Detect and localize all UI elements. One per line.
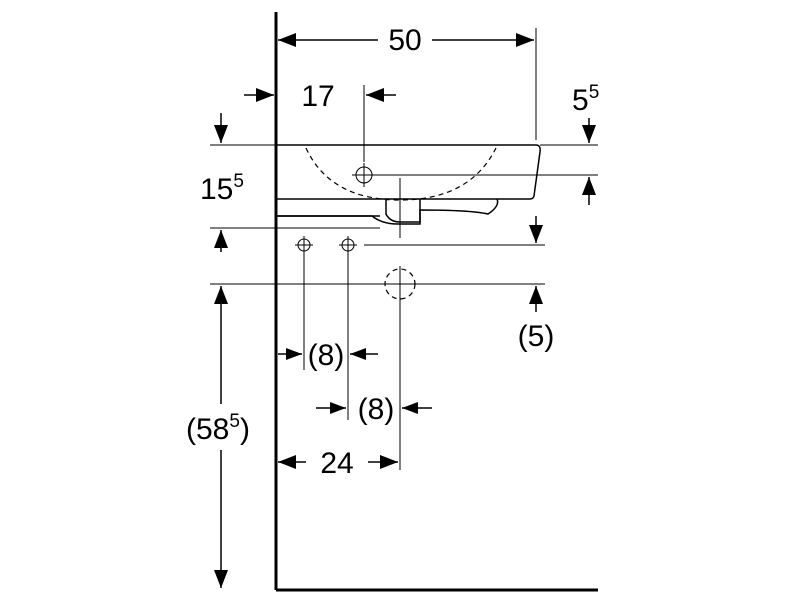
dim-mount-sup: 5	[229, 411, 240, 432]
dim-rim-5-5: 55	[572, 82, 599, 205]
dim-width-50: 50	[278, 24, 534, 57]
drain-outlet	[385, 199, 421, 223]
dim-drain-24: 24	[278, 447, 398, 480]
supply-connection-left-symbol	[295, 236, 313, 254]
basin-lower-bowl	[275, 198, 499, 225]
dim-drain-5: (5)	[518, 216, 555, 353]
dim-taphole-17-label: 17	[301, 80, 334, 113]
dim-mount-suffix: )	[240, 413, 250, 446]
dim-drain-24-label: 24	[320, 447, 353, 480]
dim-basin-base: 15	[200, 173, 233, 206]
dim-basin-sup: 5	[233, 171, 244, 192]
basin-outline	[276, 144, 541, 200]
dim-supply-left-8-label: (8)	[308, 339, 345, 372]
tap-hole-symbol	[352, 163, 376, 187]
dim-rim-sup: 5	[589, 82, 600, 103]
dim-mount-prefix: (58	[186, 413, 229, 446]
dim-supply-left-8: (8)	[278, 339, 378, 372]
dim-supply-spacing-8-label: (8)	[358, 393, 395, 426]
dim-rim-base: 5	[572, 84, 589, 117]
dim-mount-58-5: (585)	[186, 286, 250, 588]
dim-supply-spacing-8: (8)	[316, 393, 432, 426]
dim-rim-5-5-label: 55	[572, 82, 599, 117]
supply-connection-right-symbol	[339, 236, 357, 254]
bowl-interior-dashed	[305, 147, 497, 201]
dim-basin-15-5-label: 155	[200, 171, 244, 206]
dim-mount-58-5-label: (585)	[186, 411, 250, 446]
drain-connection-symbol	[384, 266, 416, 302]
dim-taphole-17: 17	[244, 80, 396, 113]
dim-width-50-label: 50	[388, 24, 421, 57]
extension-lines	[210, 28, 598, 470]
dim-drain-5-label: (5)	[518, 320, 555, 353]
dim-basin-15-5: 155	[200, 113, 244, 252]
